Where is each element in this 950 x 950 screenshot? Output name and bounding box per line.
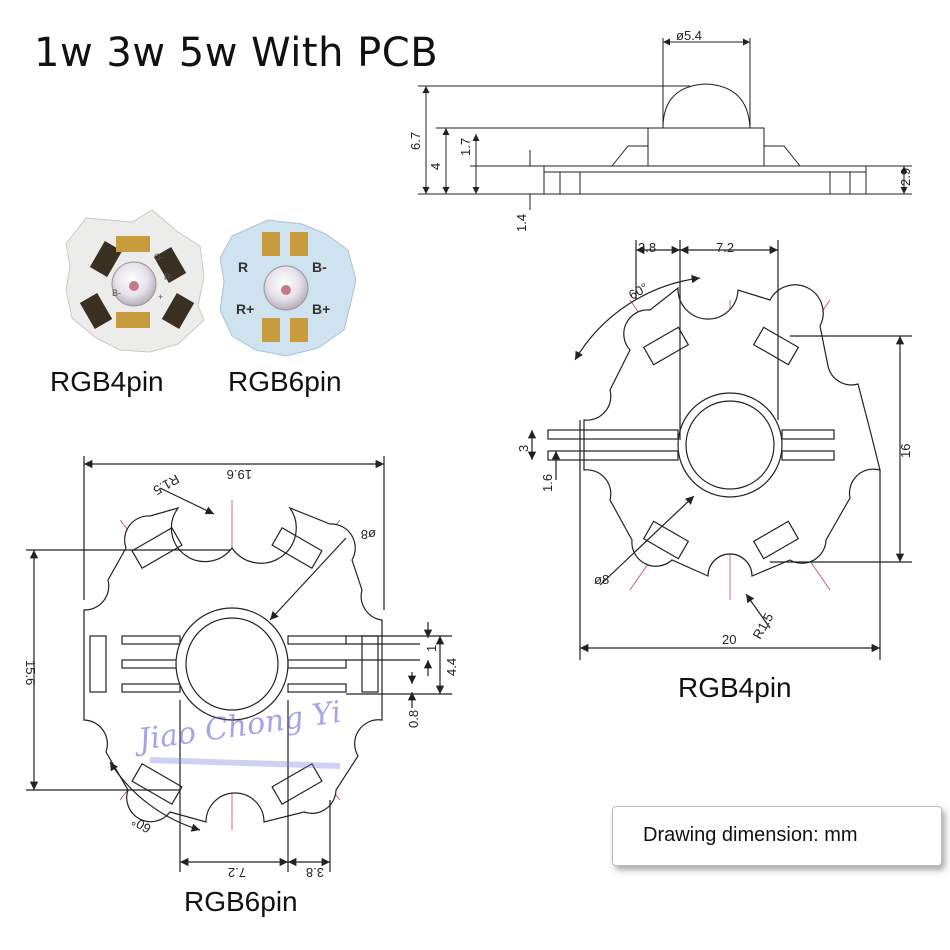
rgb6-dim-pad-span: 7.2 (228, 865, 246, 880)
rgb4-dim-angle: 60° (626, 280, 651, 303)
rgb6-pad-mark: R (238, 259, 248, 275)
dim-total-height: 6.7 (408, 132, 423, 150)
rgb4-pad-mark: G- (154, 252, 164, 262)
unit-note-box: Drawing dimension: mm (612, 806, 942, 866)
rgb4-photo-caption: RGB4pin (50, 366, 164, 397)
rgb4-pad-mark: B- (112, 288, 121, 298)
rgb6-dim-pin-span: 4.4 (444, 658, 459, 676)
rgb4-dim-radius: R1.5 (750, 610, 777, 641)
rgb4-pad-mark: + (158, 292, 163, 302)
unit-note-text: Drawing dimension: mm (643, 824, 858, 846)
rgb4-drawing-caption: RGB4pin (678, 672, 792, 703)
rgb4-photo: G- R- B- + (65, 209, 205, 353)
page-title: 1w 3w 5w With PCB (34, 30, 439, 76)
dim-base-offset: 1.4 (514, 214, 529, 232)
dim-lead-height: 1.7 (458, 138, 473, 156)
rgb6-pad-mark: B- (312, 259, 327, 275)
rgb6-dim-pin-width: 0.8 (406, 710, 421, 728)
rgb6-photo-caption: RGB6pin (228, 366, 342, 397)
rgb6-star-board (26, 456, 452, 872)
dim-lens-diameter: ø5.4 (676, 28, 702, 43)
rgb6-dim-radius: R1.5 (151, 471, 182, 498)
rgb6-dim-diameter: ø8 (361, 527, 376, 542)
rgb6-dim-pad-offset: 3.8 (306, 865, 324, 880)
rgb4-dim-height: 16 (898, 444, 913, 458)
side-view-drawing (418, 38, 912, 210)
rgb6-dim-height: 15.6 (23, 660, 38, 685)
rgb4-star-board (527, 240, 912, 660)
dim-body-height: 4 (428, 163, 443, 170)
rgb4-dim-pin-width: 1.6 (540, 474, 555, 492)
rgb4-dim-diameter: ø8 (594, 572, 609, 587)
rgb6-drawing-caption: RGB6pin (184, 886, 298, 917)
rgb6-dim-pin-pitch: 1 (424, 645, 439, 652)
rgb4-dim-pin-spacing: 3 (516, 445, 531, 452)
dim-board-thickness: 2.9 (898, 168, 913, 186)
rgb6-pad-mark: B+ (312, 301, 330, 317)
rgb4-dim-pad-span: 7.2 (716, 240, 734, 255)
rgb4-pad-mark: R- (164, 272, 174, 282)
rgb6-photo: R B- R+ B+ (219, 219, 357, 357)
rgb4-dim-width: 20 (722, 632, 736, 647)
rgb6-pad-mark: R+ (236, 301, 254, 317)
rgb4-dim-pad-offset: 3.8 (638, 240, 656, 255)
rgb6-dim-width: 19.6 (227, 467, 252, 482)
